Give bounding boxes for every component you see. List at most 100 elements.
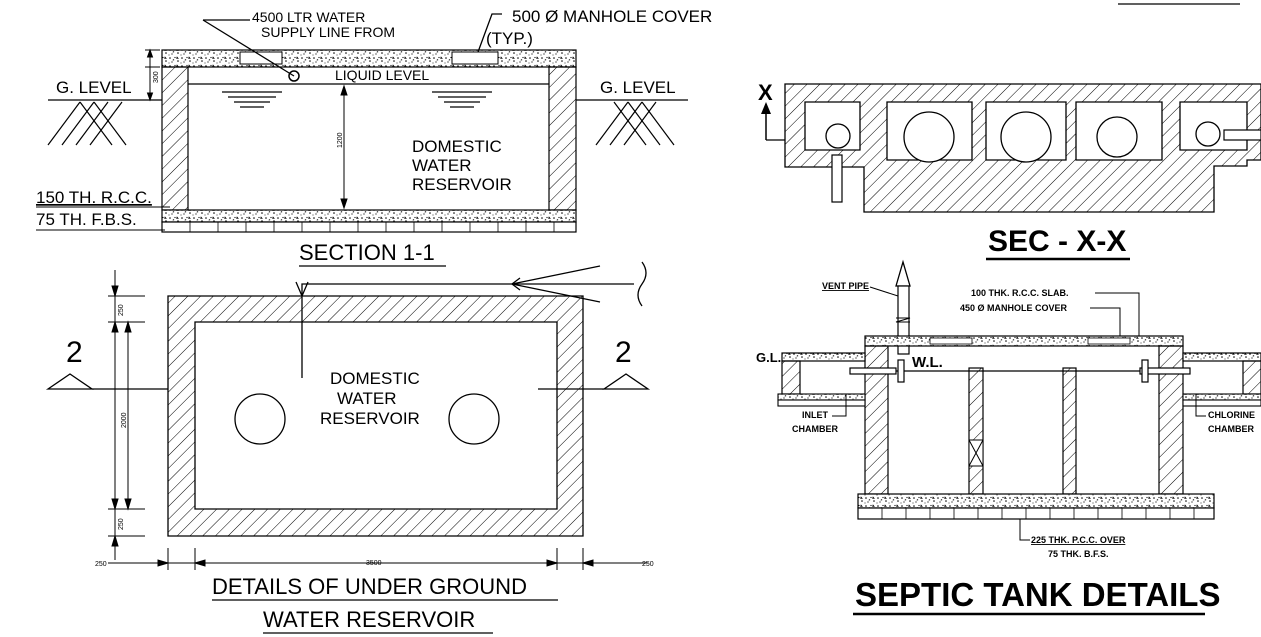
depth-dimension-label: 1200 xyxy=(337,132,344,148)
gl-label: G.L. xyxy=(756,350,781,365)
earth-symbol-right xyxy=(595,101,675,146)
manhole-callout-1: 500 Ø MANHOLE COVER xyxy=(512,7,712,26)
section-arrow-icon xyxy=(295,281,309,297)
septic-plan-walls xyxy=(784,83,1261,213)
break-symbol-icon xyxy=(637,261,647,307)
manhole-opening xyxy=(929,337,973,345)
slab-dimension-label: 300 xyxy=(153,71,160,83)
slab-dimension xyxy=(145,48,160,102)
leader-line xyxy=(1019,519,1030,541)
leader-line xyxy=(511,283,601,303)
leader-line xyxy=(477,13,502,53)
tee-pipes xyxy=(849,359,1191,383)
leader-line xyxy=(511,265,601,285)
chlorine-chamber-slab xyxy=(1182,352,1261,362)
leader-line xyxy=(1090,307,1121,336)
inlet-pipe xyxy=(831,154,843,203)
water-level-label: W.L. xyxy=(912,354,943,371)
chamber-circle xyxy=(825,123,851,149)
water-symbol xyxy=(222,91,492,108)
brick-joints xyxy=(881,508,1195,519)
top-slab xyxy=(161,49,577,68)
marker-arrow-icon xyxy=(761,102,771,114)
manhole-circle xyxy=(234,393,286,445)
dim-height-label: 2000 xyxy=(121,412,128,428)
tank-name-line-3: RESERVOIR xyxy=(412,175,512,194)
manhole-callout-2: (TYP.) xyxy=(486,29,533,48)
chamber-circle xyxy=(1000,111,1052,163)
chamber-circle xyxy=(1195,121,1221,147)
dim-top-label: 250 xyxy=(118,304,125,316)
plan-walls xyxy=(167,295,584,537)
septic-top-slab xyxy=(864,335,1184,347)
left-wall xyxy=(161,66,189,211)
chlorine-chamber-base xyxy=(1182,393,1261,401)
sec-x-x: X SEC - X-X xyxy=(758,3,1261,261)
chlorine-chamber-base xyxy=(1182,399,1261,407)
manhole-opening xyxy=(239,51,283,65)
septic-title: SEPTIC TANK DETAILS xyxy=(855,576,1220,613)
baffle-wall xyxy=(968,367,984,495)
pcc-note-1: 225 THK. P.C.C. OVER xyxy=(1031,535,1126,545)
outlet-pipe xyxy=(1223,129,1261,141)
section-1-1: LIQUID LEVEL 1200 300 4500 LTR WATER SUP… xyxy=(36,7,712,267)
septic-tank-section: VENT PIPE 100 THK. R.C.C. SLAB. 450 Ø MA… xyxy=(756,259,1261,616)
inlet-chamber-base xyxy=(777,399,866,407)
baffle-opening-cross-icon xyxy=(968,439,984,467)
chamber-circle xyxy=(903,111,955,163)
sec-x-x-title: SEC - X-X xyxy=(988,225,1126,258)
section-x-marker: X xyxy=(758,80,773,105)
inlet-label-2: CHAMBER xyxy=(792,424,838,434)
dim-right-label: 250 xyxy=(642,561,654,568)
pcc-note-2: 75 THK. B.F.S. xyxy=(1048,549,1109,559)
section-marker-triangle-icon xyxy=(601,373,651,390)
inlet-label-1: INLET xyxy=(802,410,829,420)
depth-dimension xyxy=(340,84,348,210)
dim-bottom-label: 250 xyxy=(118,518,125,530)
leader-line xyxy=(832,394,847,417)
tank-name-line-1: DOMESTIC xyxy=(412,137,502,156)
chamber-circle xyxy=(1096,116,1138,158)
rcc-note: 150 TH. R.C.C. xyxy=(36,188,152,207)
ground-level-left: G. LEVEL xyxy=(56,78,132,97)
section-marker-left: 2 xyxy=(66,336,83,369)
vent-joint xyxy=(895,317,911,323)
water-supply-callout-1: 4500 LTR WATER xyxy=(252,9,365,25)
slab-note: 100 THK. R.C.C. SLAB. xyxy=(971,288,1069,298)
septic-base-slab xyxy=(857,493,1215,509)
brick-joints xyxy=(189,222,555,232)
reservoir-plan: DOMESTIC WATER RESERVOIR 2 2 250 2000 25… xyxy=(45,261,654,634)
plan-title-1: DETAILS OF UNDER GROUND xyxy=(212,574,527,599)
earth-symbol-left xyxy=(47,101,127,146)
baffle-wall xyxy=(1062,367,1077,495)
dim-length-label: 3500 xyxy=(366,560,382,567)
base-slab xyxy=(161,209,577,223)
leader-line xyxy=(202,19,295,77)
section-1-1-title: SECTION 1-1 xyxy=(299,240,435,265)
leader-line xyxy=(869,286,899,297)
inlet-chamber-slab xyxy=(781,352,866,362)
vent-cap-icon xyxy=(895,259,911,287)
chlorine-label-2: CHAMBER xyxy=(1208,424,1254,434)
chlorine-label-1: CHLORINE xyxy=(1208,410,1255,420)
leader-line xyxy=(1195,394,1206,417)
inlet-chamber-wall xyxy=(781,360,801,395)
manhole-note: 450 Ø MANHOLE COVER xyxy=(960,303,1068,313)
ground-level-right: G. LEVEL xyxy=(600,78,676,97)
plan-title-2: WATER RESERVOIR xyxy=(263,607,475,632)
fbs-note: 75 TH. F.B.S. xyxy=(36,210,137,229)
plan-tank-name-3: RESERVOIR xyxy=(320,409,420,428)
chlorine-chamber-wall xyxy=(1242,360,1261,395)
manhole-circle xyxy=(448,393,500,445)
manhole-opening xyxy=(451,51,499,65)
dim-left-label: 250 xyxy=(95,561,107,568)
vent-pipe-label: VENT PIPE xyxy=(822,281,869,291)
vertical-dimensions xyxy=(108,270,145,560)
liquid-level-label: LIQUID LEVEL xyxy=(335,67,429,83)
right-wall xyxy=(548,66,577,211)
manhole-opening xyxy=(1087,337,1131,345)
section-cut-line xyxy=(301,283,634,378)
plan-tank-name-1: DOMESTIC xyxy=(330,369,420,388)
section-marker-right: 2 xyxy=(615,336,632,369)
